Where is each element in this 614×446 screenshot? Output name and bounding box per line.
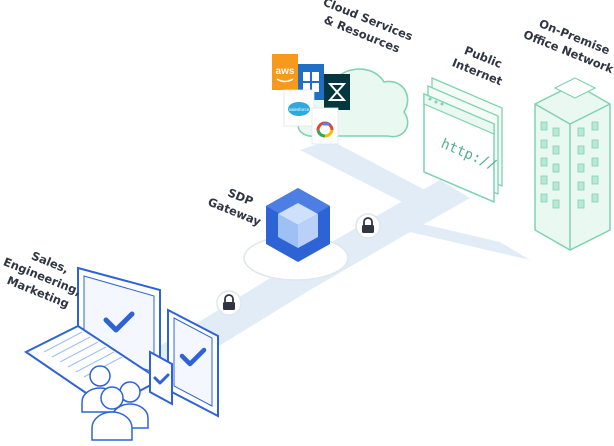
label-cloud-services: Cloud Services & Resources [321,0,415,56]
lock-icon [223,294,235,310]
aws-logo-icon: aws [272,54,298,90]
path-hub-to-internet [380,180,470,232]
check-icon [179,347,207,367]
office-building-icon [534,77,611,251]
salesforce-logo-icon: salesforce [283,89,315,127]
lock-badge-upper [355,213,381,239]
zendesk-logo-icon [324,74,350,110]
phone-icon [149,350,173,406]
check-icon [153,373,170,385]
tablet-icon [167,308,219,418]
path-to-cloud [300,140,440,206]
svg-text:salesforce: salesforce [289,107,310,112]
svg-text:aws: aws [276,66,295,77]
lock-badge-lower [216,290,242,316]
google-cloud-logo-icon [311,107,339,145]
saas-logos: aws salesforce [272,54,350,145]
browser-window-icon: http:// [423,77,503,204]
label-user-groups: Sales, Engineering, Marketing [1,249,83,311]
check-icon [103,311,135,333]
sdp-gateway-icon [243,188,349,281]
label-office-network: On-Premise Office Network [521,16,614,76]
lock-icon [362,217,374,233]
label-sdp-gateway: SDP Gateway [206,185,264,228]
laptop-icon [24,266,162,410]
label-public-internet: Public Internet [450,43,505,88]
users-group-icon [81,365,149,441]
